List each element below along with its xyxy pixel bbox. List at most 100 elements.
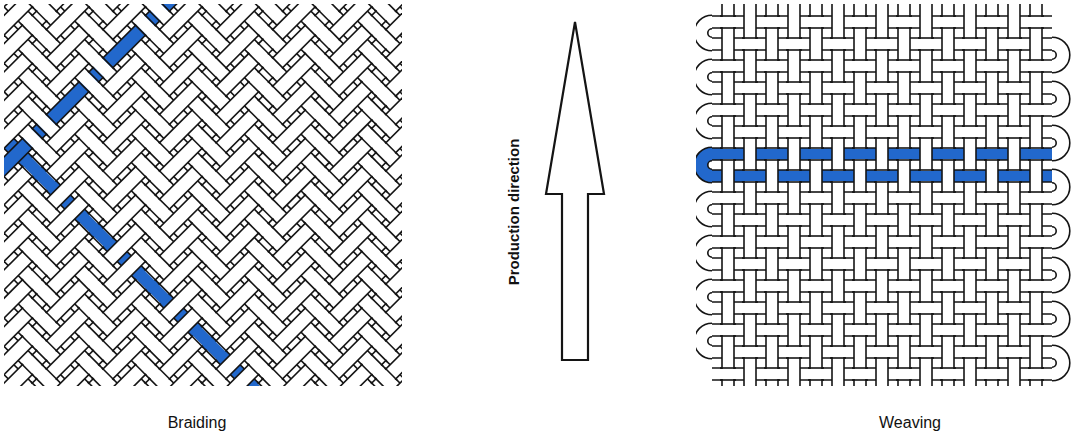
strand-crossing (78, 326, 99, 347)
strand-edge (874, 257, 890, 259)
strand-crossing (742, 83, 758, 93)
strand-edge (247, 363, 260, 376)
strand-crossing (305, 354, 326, 375)
strand-edge (786, 357, 802, 359)
strand-edge (31, 71, 44, 84)
strand-edge (755, 4, 757, 386)
strand-edge (384, 368, 397, 381)
strand-edge (940, 191, 956, 193)
strand-edge (87, 269, 100, 282)
strand-edge (984, 335, 1000, 337)
strand-edge (896, 59, 912, 61)
strand-edge (874, 301, 890, 303)
strand-edge (1006, 49, 1022, 51)
strand-crossing (36, 199, 57, 220)
strand-crossing (191, 326, 212, 347)
strand-crossing (918, 127, 934, 137)
strand-edge (134, 80, 147, 93)
strand-crossing (808, 193, 824, 203)
strand-edge (786, 169, 802, 171)
strand-edge (21, 4, 34, 8)
strand-edge (201, 14, 214, 27)
strand-edge (720, 103, 736, 105)
strand-edge (370, 127, 383, 140)
strand-edge (984, 115, 1000, 117)
strand-edge (830, 49, 846, 51)
strand-edge (962, 93, 978, 95)
strand-crossing (92, 114, 113, 135)
strand-edge (720, 115, 736, 117)
strand-edge (134, 335, 147, 348)
strand-crossing (262, 57, 283, 78)
strand-edge (314, 71, 327, 84)
strand-crossing (248, 128, 269, 149)
weft-loop (701, 198, 712, 220)
strand-edge (720, 203, 736, 205)
strand-crossing (319, 57, 340, 78)
strand-edge (31, 382, 44, 386)
strand-edge (764, 59, 780, 61)
strand-edge (852, 59, 868, 61)
strand-crossing (305, 213, 326, 234)
strand-edge (1028, 115, 1044, 117)
strand-edge (191, 52, 204, 65)
strand-edge (78, 307, 91, 320)
strand-edge (31, 269, 44, 282)
strand-edge (984, 291, 1000, 293)
strand-edge (201, 212, 214, 225)
strand-edge (720, 235, 736, 237)
strand-edge (712, 37, 1052, 39)
strand-edge (247, 137, 260, 150)
strand-edge (874, 269, 890, 271)
strand-edge (78, 52, 91, 65)
strand-edge (830, 81, 846, 83)
strand-edge (328, 28, 341, 41)
strand-edge (720, 379, 736, 381)
strand-crossing (764, 281, 780, 291)
strand-edge (215, 56, 228, 69)
strand-edge (1028, 191, 1044, 193)
strand-crossing (361, 184, 382, 205)
strand-crossing (361, 156, 382, 177)
strand-crossing (78, 128, 99, 149)
strand-edge (370, 269, 383, 282)
strand-edge (962, 269, 978, 271)
strand-edge (940, 15, 956, 17)
strand-crossing (92, 142, 113, 163)
strand (920, 4, 932, 386)
strand-crossing (720, 61, 736, 71)
strand-edge (962, 357, 978, 359)
strand-crossing (149, 57, 170, 78)
strand-edge (87, 127, 100, 140)
strand (1008, 4, 1020, 386)
strand-crossing (36, 170, 57, 191)
strand-edge (962, 345, 978, 347)
strand-edge (831, 4, 833, 386)
strand-edge (271, 56, 284, 69)
strand-edge (1006, 257, 1022, 259)
strand-crossing (940, 61, 956, 71)
strand-edge (720, 71, 736, 73)
strand-crossing (1028, 237, 1044, 247)
strand-edge (215, 4, 228, 13)
strand-edge (257, 212, 270, 225)
strand-crossing (92, 368, 113, 386)
strand-crossing (1006, 259, 1022, 269)
strand-edge (157, 150, 402, 386)
strand-crossing (720, 325, 736, 335)
strand (77, 70, 402, 386)
strand-edge (764, 247, 780, 249)
weft-loop (1052, 352, 1063, 374)
strand-crossing (262, 85, 283, 106)
strand-edge (215, 170, 228, 183)
strand-crossing (361, 213, 382, 234)
strand-edge (1006, 357, 1022, 359)
strand-edge (261, 377, 274, 386)
strand-edge (78, 24, 91, 37)
strand-edge (919, 4, 921, 386)
strand-edge (257, 353, 270, 366)
strand-crossing (361, 269, 382, 290)
strand-edge (764, 147, 780, 149)
strand-edge (940, 147, 956, 149)
strand-crossing (808, 149, 824, 159)
